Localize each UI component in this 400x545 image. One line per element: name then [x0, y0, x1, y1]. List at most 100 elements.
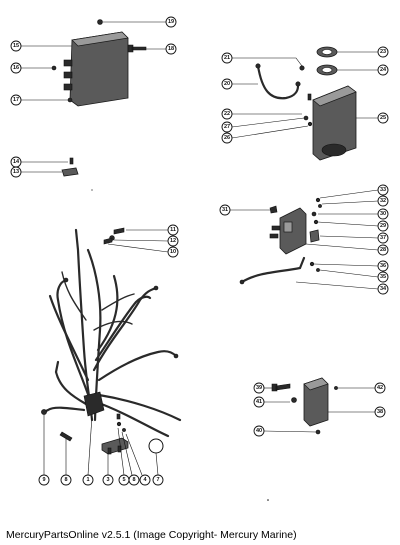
starter-motor-part: [312, 85, 357, 161]
starter-cable-part: [255, 63, 301, 100]
ground-cable-part: [239, 256, 306, 285]
harness-hardware-part: [103, 227, 125, 245]
callout-33-top: 33: [377, 184, 389, 196]
svg-text:17: 17: [13, 97, 19, 103]
harness-screw-part: [59, 431, 73, 442]
callout-7: 7: [152, 474, 164, 486]
starter-terminal-part: [299, 65, 305, 71]
callout-39: 39: [253, 382, 265, 394]
nut-part: [97, 19, 103, 25]
svg-text:14: 14: [13, 159, 20, 165]
callout-25: 25: [377, 112, 389, 124]
image-caption: MercuryPartsOnline v2.5.1 (Image Copyrig…: [6, 529, 297, 541]
callout-34: 34: [377, 283, 389, 295]
svg-text:33: 33: [380, 187, 386, 193]
solenoid-bracket-part: [269, 207, 307, 255]
svg-text:29: 29: [380, 223, 386, 229]
relay-washer-part: [291, 397, 297, 403]
callout-23: 23: [377, 46, 389, 58]
svg-text:27: 27: [224, 124, 230, 130]
callout-11: 11: [167, 224, 179, 236]
relay-bolt-part: [271, 383, 291, 392]
svg-text:7: 7: [156, 477, 159, 483]
callout-26: 26: [221, 132, 233, 144]
svg-text:4: 4: [143, 477, 147, 483]
terminal-block-part: [101, 437, 129, 455]
svg-text:10: 10: [170, 249, 176, 255]
svg-text:18: 18: [168, 46, 174, 52]
svg-text:25: 25: [380, 115, 386, 121]
callout-35: 35: [377, 271, 389, 283]
svg-text:26: 26: [224, 135, 230, 141]
svg-text:22: 22: [224, 111, 230, 117]
callout-38: 38: [374, 406, 386, 418]
svg-text:9: 9: [42, 477, 45, 483]
svg-text:8: 8: [132, 477, 135, 483]
relay-part: [303, 377, 329, 427]
svg-text:38: 38: [377, 409, 383, 415]
callout-17: 17: [10, 94, 22, 106]
clip-part: [61, 167, 79, 177]
callout-13: 13: [10, 166, 22, 178]
o-ring-part: [148, 438, 164, 454]
svg-text:21: 21: [224, 55, 230, 61]
svg-text:37: 37: [380, 235, 386, 241]
callout-9: 9: [38, 474, 50, 486]
svg-text:40: 40: [256, 428, 262, 434]
svg-text:31: 31: [222, 207, 228, 213]
starter-washer-part: [307, 121, 313, 127]
svg-text:34: 34: [380, 286, 387, 292]
callout-18: 18: [165, 43, 177, 55]
svg-text:19: 19: [168, 19, 174, 25]
svg-text:13: 13: [13, 169, 19, 175]
callout-42: 42: [374, 382, 386, 394]
callout-4: 4: [139, 474, 151, 486]
svg-text:8: 8: [64, 477, 67, 483]
terminal-screws-part: [116, 413, 126, 432]
svg-text:28: 28: [380, 247, 386, 253]
callout-30: 30: [377, 208, 389, 220]
callout-1: 1: [82, 474, 94, 486]
svg-text:30: 30: [380, 211, 386, 217]
bracket-clip-part: [309, 229, 320, 243]
svg-text:32: 32: [380, 198, 386, 204]
svg-text:15: 15: [13, 43, 19, 49]
callout-15: 15: [10, 40, 22, 52]
callout-21: 21: [221, 52, 233, 64]
module-box-part: [63, 31, 129, 107]
callout-22: 22: [221, 108, 233, 120]
callout-27: 27: [221, 121, 233, 133]
callout-3: 3: [102, 474, 114, 486]
callout-8-left: 8: [60, 474, 72, 486]
svg-text:39: 39: [256, 385, 262, 391]
callout-16: 16: [10, 62, 22, 74]
bracket-washers-part: [311, 197, 322, 225]
callout-12: 12: [167, 235, 179, 247]
wiring-harness-part: [41, 228, 182, 438]
callout-36: 36: [377, 260, 389, 272]
callout-14: 14: [10, 156, 22, 168]
starter-nut-part: [303, 115, 309, 121]
svg-text:1: 1: [86, 477, 89, 483]
svg-text:23: 23: [380, 49, 386, 55]
screw-part: [127, 44, 147, 53]
parts-diagram: 19 15 18 16 17 21 20 22 27 26 23 24 25 1…: [10, 16, 389, 501]
callout-28: 28: [377, 244, 389, 256]
callout-31: 31: [219, 204, 231, 216]
callout-10: 10: [167, 246, 179, 258]
callout-29: 29: [377, 220, 389, 232]
svg-text:12: 12: [170, 238, 176, 244]
svg-text:35: 35: [380, 274, 386, 280]
svg-text:36: 36: [380, 263, 386, 269]
callout-20: 20: [221, 78, 233, 90]
callout-5: 5: [118, 474, 130, 486]
relay-grommet-part: [334, 386, 338, 390]
callout-41: 41: [253, 396, 265, 408]
starter-bolt-part: [307, 93, 312, 101]
starter-drive-part: [316, 64, 338, 76]
callout-32: 32: [377, 195, 389, 207]
callout-40: 40: [253, 425, 265, 437]
washer-part: [51, 65, 57, 71]
callout-19: 19: [165, 16, 177, 28]
cable-nut-part: [309, 261, 320, 272]
